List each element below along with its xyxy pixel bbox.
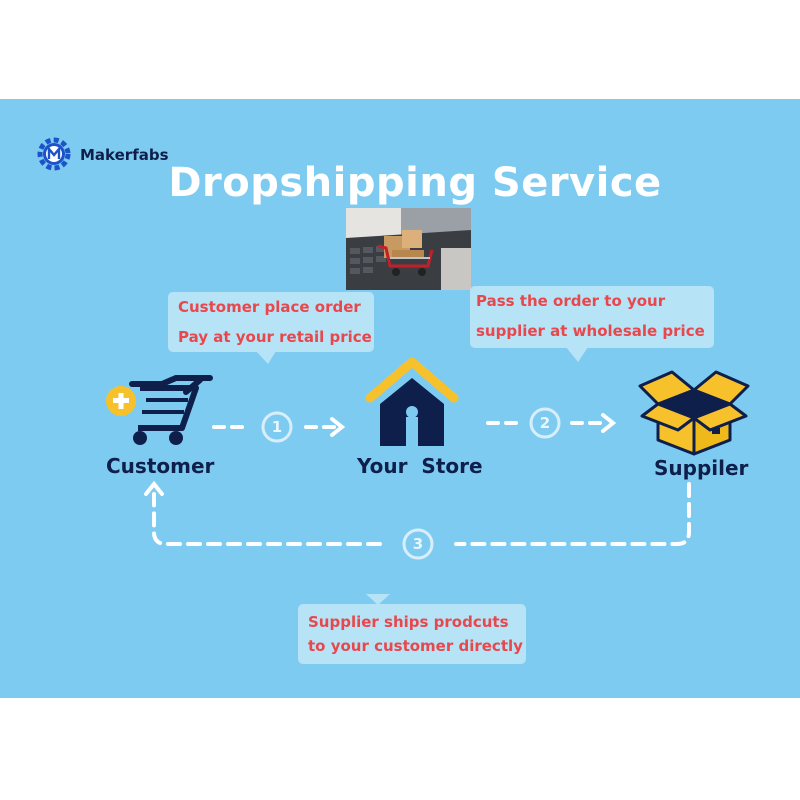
step-1-line-1: Customer place order [178,298,361,316]
connector-3 [144,480,691,546]
step-2-bubble: Pass the order to your supplier at whole… [470,286,714,348]
step-2-marker: 2 [529,407,561,439]
laptop-cart-photo [346,208,471,290]
customer-label: Customer [106,454,215,478]
step-2-line-2: supplier at wholesale price [476,322,705,340]
step-1-number: 1 [272,418,282,436]
step-2-number: 2 [540,414,550,432]
store-label: Your Store [357,454,483,478]
makerfabs-logo-icon [37,137,71,171]
step-3-number: 3 [413,535,423,553]
step-1-bubble-tail [256,351,276,364]
supplier-label: Suppiler [654,456,749,480]
step-1-line-2: Pay at your retail price [178,328,372,346]
page-title: Dropshipping Service [168,160,662,206]
brand-name: Makerfabs [80,146,169,164]
connector-1 [212,417,346,437]
connector-2 [486,413,617,433]
shopping-cart-plus-icon [106,375,213,445]
step-3-bubble: Supplier ships prodcuts to your customer… [298,604,526,664]
open-box-icon [638,370,750,456]
step-1-bubble: Customer place order Pay at your retail … [168,292,374,352]
step-2-line-1: Pass the order to your [476,292,666,310]
step-2-bubble-tail [566,347,588,362]
step-3-bubble-tail [366,594,390,605]
step-3-line-1: Supplier ships prodcuts [308,613,509,631]
step-3-line-2: to your customer directly [308,637,523,655]
house-icon [365,357,459,446]
step-3-marker: 3 [402,528,434,560]
step-1-marker: 1 [261,411,293,443]
